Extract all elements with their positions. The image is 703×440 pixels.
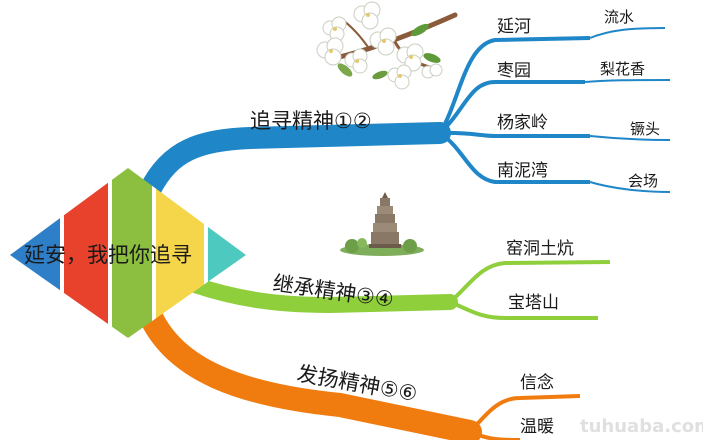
watermark: tuhuaba.com: [580, 416, 703, 437]
branch-1-child-2: 枣园: [497, 61, 531, 81]
branch-2-link-1: [448, 260, 611, 304]
branch-3-child-1: 信念: [520, 372, 554, 393]
branch-1-main-line: [139, 122, 451, 201]
center-stripe-3: [112, 168, 152, 338]
branch-1-link-2: [438, 80, 585, 135]
branch-3-main-line: [138, 303, 482, 440]
branch-1-link-3: [439, 130, 590, 138]
branch-1-detail-3: 镢头: [630, 120, 660, 138]
branch-1-detail-line-1: [589, 27, 666, 39]
branch-1-detail-2: 梨花香: [600, 60, 645, 78]
center-node: 延安，我把你追寻: [10, 168, 246, 338]
branch-3-child-2: 温暖: [520, 417, 554, 437]
center-title: 延安，我把你追寻: [24, 243, 192, 267]
pagoda-icon: [340, 192, 424, 256]
branch-2-child-1: 窑洞土炕: [506, 239, 574, 259]
branch-1-detail-line-4: [589, 181, 671, 193]
branch-2-main-line: [187, 277, 458, 314]
branch-1-child-3: 杨家岭: [497, 113, 548, 133]
branch-1-detail-4: 会场: [628, 172, 658, 190]
branch-2-child-2: 宝塔山: [508, 293, 559, 313]
branch-1-detail-line-2: [584, 79, 671, 83]
branch-3: 发扬精神⑤⑥ 信念 温暖: [138, 303, 581, 440]
branch-1-child-1: 延河: [497, 17, 531, 37]
branch-1-main-line-taper: [249, 131, 441, 140]
branch-1-link-1: [438, 36, 591, 135]
branch-1-link-4: [438, 131, 590, 184]
branch-3-link-1: [468, 394, 581, 434]
branch-1-detail-line-3: [589, 135, 671, 141]
branch-2-link-2: [449, 300, 598, 320]
branch-1: 追寻精神①② 延河 枣园 杨家岭 南泥湾 流水 梨花香 镢头 会场: [139, 8, 671, 201]
center-stripe-5: [208, 168, 246, 338]
pear-blossom-branch: [316, 1, 458, 90]
branch-1-label: 追寻精神①②: [250, 109, 372, 133]
branch-1-child-4: 南泥湾: [497, 161, 548, 181]
branch-1-detail-1: 流水: [604, 8, 634, 26]
